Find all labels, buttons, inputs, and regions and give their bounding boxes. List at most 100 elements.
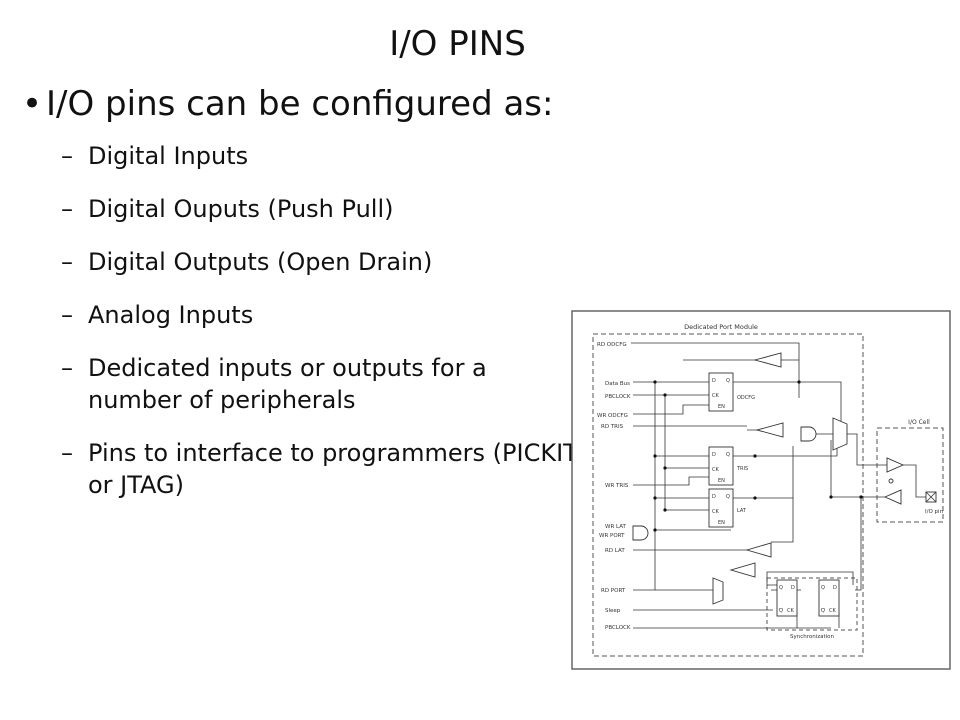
signal-label: WR TRIS: [605, 483, 629, 489]
dash-marker: –: [61, 195, 73, 223]
sub-bullet-text: Digital Outputs (Open Drain): [88, 248, 433, 276]
ff-pin-label: D: [712, 452, 716, 458]
junction-dot: [829, 495, 833, 499]
ff-pin-label: Q: [821, 585, 825, 591]
ff-pin-label: CK: [787, 608, 794, 614]
signal-label: WR ODCFG: [597, 413, 628, 419]
signal-label: WR LAT: [605, 524, 627, 530]
sub-bullet-text: Pins to interface to programmers (PICKIT…: [88, 439, 578, 499]
sub-bullet-item: – Dedicated inputs or outputs for a numb…: [61, 352, 581, 416]
wiring: [631, 342, 926, 629]
signal-label: RD ODCFG: [597, 342, 627, 348]
odcfg-flip-flop: D Q CK EN ODCFG: [708, 372, 755, 412]
input-buffer: [883, 489, 902, 505]
main-bullet: •I/O pins can be configured as:: [22, 82, 553, 126]
tris-flip-flop: D Q CK EN TRIS: [708, 446, 748, 486]
ff-pin-label: EN: [718, 404, 725, 410]
module-label: Dedicated Port Module: [684, 323, 758, 331]
ff-pin-label: D: [833, 585, 837, 591]
signal-label: PBCLOCK: [605, 625, 631, 631]
multiplexers: [712, 417, 848, 605]
register-label: ODCFG: [737, 395, 755, 401]
signal-label: PBCLOCK: [605, 394, 631, 400]
junction-dot: [753, 454, 757, 458]
read-buffers: [729, 352, 784, 578]
sub-bullet-text: Digital Inputs: [88, 142, 249, 170]
bullet-marker: •: [22, 84, 43, 124]
and-gate: [800, 426, 817, 442]
junction-dot: [653, 454, 657, 458]
signal-labels: RD ODCFG Data Bus PBCLOCK WR ODCFG RD TR…: [597, 342, 631, 631]
io-port-block-diagram: Dedicated Port Module I/O Cell Synchroni…: [571, 310, 951, 670]
wire: [855, 497, 862, 591]
slide-title: I/O PINS: [389, 24, 526, 64]
sub-bullet-list: – Digital Inputs – Digital Ouputs (Push …: [61, 140, 581, 522]
dash-marker: –: [61, 439, 73, 467]
wire: [903, 464, 926, 498]
synchronization-box: [766, 577, 858, 631]
main-bullet-text: I/O pins can be configured as:: [46, 84, 554, 124]
junction-dot: [663, 466, 667, 470]
signal-label: Data Bus: [605, 381, 630, 387]
rd-odcfg-buffer: [753, 352, 782, 368]
lat-register-box: [708, 488, 734, 528]
ff-pin-label: D: [712, 378, 716, 384]
wire: [847, 433, 887, 466]
ff-pin-label: CK: [712, 467, 719, 473]
wire: [633, 404, 709, 415]
wire: [771, 498, 794, 543]
dash-marker: –: [61, 142, 73, 170]
sub-bullet-text: Digital Ouputs (Push Pull): [88, 195, 394, 223]
signal-label: RD PORT: [601, 588, 626, 594]
ff-pin-label: CK: [712, 509, 719, 515]
rd-lat-buffer: [745, 542, 772, 558]
ff-pin-label: Q: [779, 585, 783, 591]
tris-register-box: [708, 446, 734, 486]
ff-pin-label: CK: [712, 393, 719, 399]
wire: [631, 342, 800, 398]
io-pin-label: I/O pin: [925, 509, 944, 515]
dash-marker: –: [61, 248, 73, 276]
ff-pin-label: Q: [726, 452, 730, 458]
junction-dot: [653, 496, 657, 500]
register-label: LAT: [737, 508, 747, 514]
signal-label: WR PORT: [599, 533, 625, 539]
wr-lat-or-gate: [632, 525, 649, 541]
junction-dot: [653, 528, 657, 532]
sub-bullet-item: – Digital Outputs (Open Drain): [61, 246, 581, 278]
io-port-diagram-svg: Dedicated Port Module I/O Cell Synchroni…: [571, 310, 951, 670]
junction-dot: [663, 393, 667, 397]
io-cell-drivers: [883, 457, 905, 505]
io-cell-label: I/O Cell: [908, 419, 930, 426]
driver-enable-bubble: [888, 478, 894, 484]
lat-flip-flop: D Q CK EN LAT: [708, 488, 747, 528]
junction-dot: [753, 496, 757, 500]
signal-label: Sleep: [605, 608, 621, 614]
ff-pin-label: Q: [726, 494, 730, 500]
wire: [766, 571, 854, 586]
dash-marker: –: [61, 354, 73, 382]
junction-dot: [859, 495, 863, 499]
dash-marker: –: [61, 301, 73, 329]
diagram-frame: [571, 310, 951, 670]
ff-pin-label: EN: [718, 478, 725, 484]
sync-flip-flop-1: Q D Q CK: [776, 579, 798, 617]
ff-pin-label: Q: [726, 378, 730, 384]
io-pin-cross-icon: [925, 491, 937, 503]
sub-bullet-item: – Digital Ouputs (Push Pull): [61, 193, 581, 225]
wire-junctions: [653, 380, 863, 532]
rd-port-buffer: [729, 562, 756, 578]
sub-bullet-item: – Analog Inputs: [61, 299, 581, 331]
rd-tris-buffer: [755, 422, 784, 438]
output-driver: [886, 457, 905, 473]
sub-bullet-item: – Digital Inputs: [61, 140, 581, 172]
input-mux: [712, 577, 724, 605]
sync-ff-box: [818, 579, 840, 617]
sync-ff-box: [776, 579, 798, 617]
odcfg-register-box: [708, 372, 734, 412]
signal-label: RD LAT: [605, 548, 625, 554]
wire: [733, 381, 842, 422]
ff-pin-label: D: [712, 494, 716, 500]
sub-bullet-item: – Pins to interface to programmers (PICK…: [61, 437, 581, 501]
junction-dot: [663, 508, 667, 512]
